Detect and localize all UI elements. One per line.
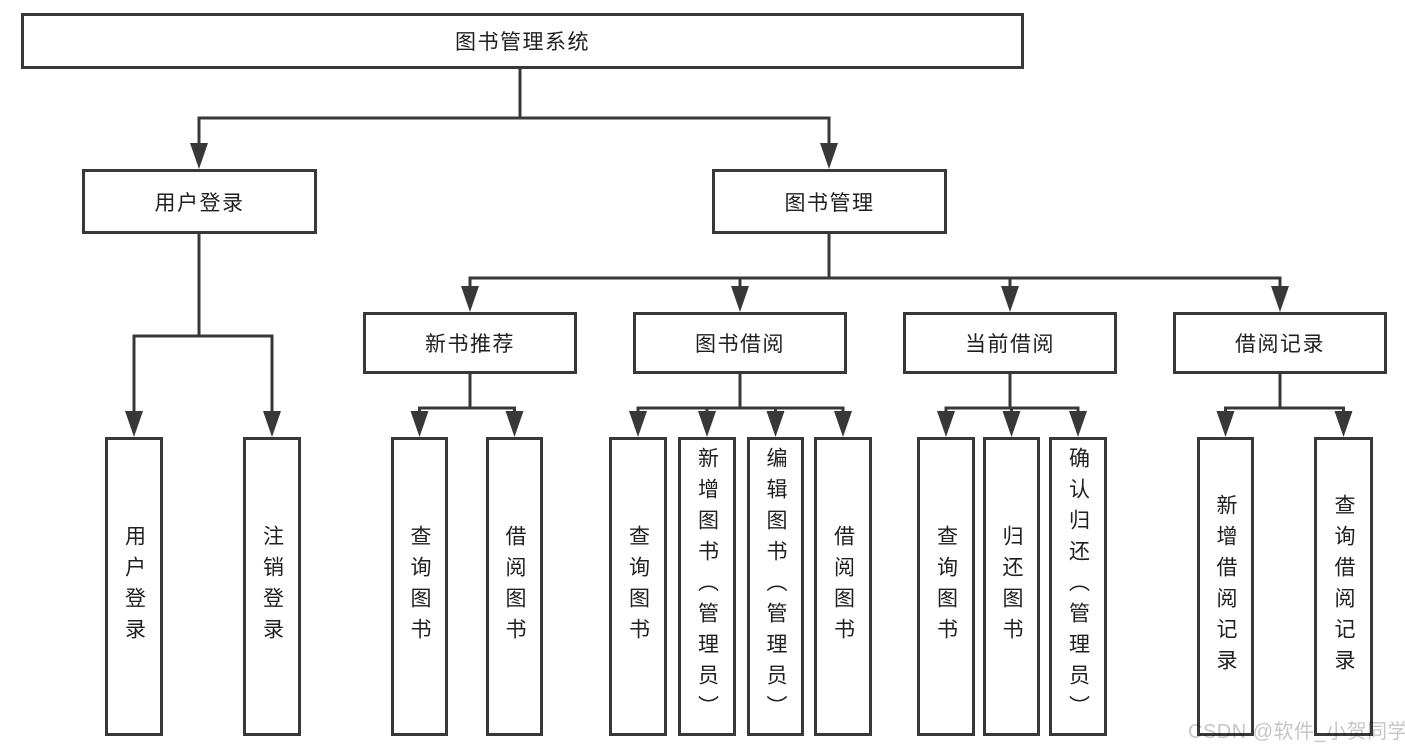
arrowhead-icon <box>834 411 852 437</box>
arrowhead-icon <box>766 411 785 437</box>
node-user-login: 用户登录 <box>82 169 317 234</box>
arrowhead-icon <box>1216 411 1235 437</box>
arrowhead-icon <box>1001 286 1019 312</box>
leaf-records-query-borrow-record: 查询借阅记录 <box>1314 437 1373 736</box>
node-book-borrowing: 图书借阅 <box>633 312 847 374</box>
leaf-borrowing-query-books: 查询图书 <box>609 437 667 736</box>
leaf-current-return-books: 归还图书 <box>983 437 1040 736</box>
leaf-logout: 注销登录 <box>243 437 301 736</box>
leaf-borrowing-borrow-books: 借阅图书 <box>814 437 872 736</box>
arrowhead-icon <box>820 143 838 169</box>
leaf-borrowing-edit-books-admin: 编辑图书（管理员） <box>747 437 804 736</box>
connector <box>197 69 831 148</box>
connector <box>944 374 1080 416</box>
node-book-management: 图书管理 <box>712 169 947 234</box>
arrowhead-icon <box>1002 411 1021 437</box>
arrowhead-icon <box>410 411 429 437</box>
node-library-management-system: 图书管理系统 <box>21 13 1024 69</box>
arrowhead-icon <box>263 411 281 437</box>
arrowhead-icon <box>1069 411 1087 437</box>
arrowhead-icon <box>1334 411 1353 437</box>
leaf-borrowing-add-books-admin: 新增图书（管理员） <box>678 437 736 736</box>
leaf-current-query-books: 查询图书 <box>917 437 975 736</box>
arrowhead-icon <box>937 411 955 437</box>
arrowhead-icon <box>505 411 524 437</box>
arrowhead-icon <box>461 286 479 312</box>
arrowhead-icon <box>125 411 143 437</box>
leaf-recommend-borrow-books: 借阅图书 <box>486 437 543 736</box>
connector <box>468 234 1282 290</box>
connector <box>132 234 274 415</box>
connector <box>636 374 845 416</box>
node-borrow-records: 借阅记录 <box>1173 312 1387 374</box>
leaf-current-confirm-return-admin: 确认归还（管理员） <box>1049 437 1107 736</box>
arrowhead-icon <box>190 143 208 169</box>
arrowhead-icon <box>731 286 749 312</box>
connector <box>418 374 516 416</box>
leaf-recommend-query-books: 查询图书 <box>391 437 448 736</box>
leaf-user-login: 用户登录 <box>105 437 163 736</box>
connector <box>1224 374 1345 416</box>
leaf-records-add-borrow-record: 新增借阅记录 <box>1197 437 1254 736</box>
arrowhead-icon <box>698 411 716 437</box>
arrowhead-icon <box>1271 286 1289 312</box>
arrowhead-icon <box>629 411 647 437</box>
csdn-watermark: CSDN @软件_小贺同学 <box>1188 721 1405 743</box>
node-new-book-recommend: 新书推荐 <box>363 312 577 374</box>
node-current-borrowing: 当前借阅 <box>903 312 1117 374</box>
